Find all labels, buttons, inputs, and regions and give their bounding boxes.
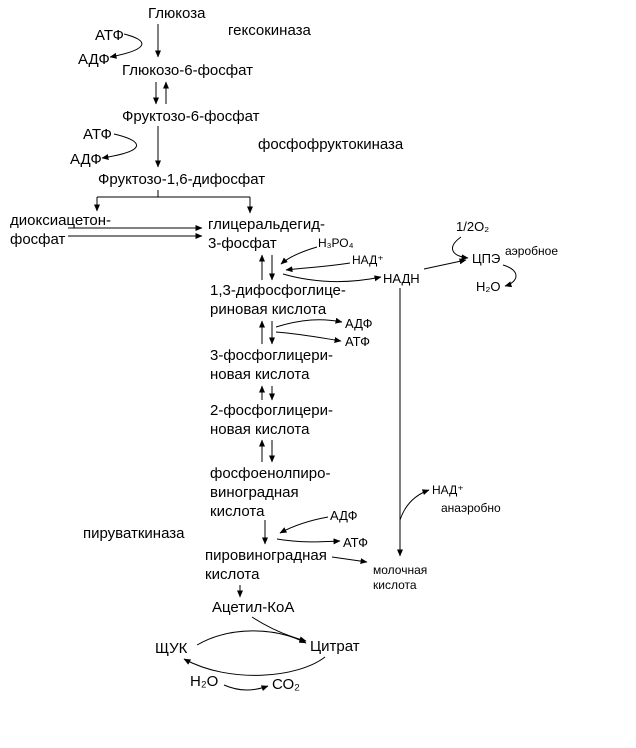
- cofactor-atp-1: АТФ: [95, 27, 124, 44]
- cofactor-atp-2: АТФ: [83, 126, 112, 143]
- enzyme-pyruvate-kinase: пируваткиназа: [83, 525, 185, 542]
- node-acetyl-coa: Ацетил-КоА: [212, 599, 295, 616]
- branch-lines-fbp: [97, 190, 250, 198]
- cofactor-h2o-bottom: Н₂О: [190, 673, 219, 690]
- node-3-phosphoglycerate: 3-фосфоглицери- новая кислота: [210, 347, 333, 383]
- node-glucose-6-phosphate: Глюкозо-6-фосфат: [122, 62, 253, 79]
- curve-to-adp-3: [275, 317, 343, 328]
- curve-h3po4-in: [280, 246, 318, 265]
- cofactor-adp-3: АДФ: [345, 316, 373, 331]
- cofactor-adp-4: АДФ: [330, 508, 358, 523]
- cofactor-nad-plus-1: НАД⁺: [352, 253, 384, 267]
- node-dihydroxyacetone-phosphate: диоксиацетон- фосфат: [10, 212, 112, 248]
- cofactor-adp-1: АДФ: [78, 51, 110, 68]
- enzyme-phosphofructokinase: фосфофруктокиназа: [258, 136, 404, 153]
- enzyme-hexokinase: гексокиназа: [228, 22, 311, 39]
- curve-atp-adp-hexokinase: [109, 33, 143, 59]
- node-electron-transport-chain: ЦПЭ: [472, 251, 501, 266]
- arrow-pyruvate-to-lactate: [331, 556, 368, 565]
- cofactor-h3po4: Н₃РО₄: [318, 236, 354, 250]
- curve-adp-in-pk: [279, 516, 329, 534]
- node-lactate: молочная кислота: [373, 563, 428, 592]
- node-oxaloacetate: ЩУК: [155, 640, 188, 657]
- curve-nad-in: [285, 262, 351, 273]
- cofactor-nadh: НАДН: [383, 271, 420, 286]
- cofactor-atp-4: АТФ: [343, 535, 369, 550]
- condition-aerobic: аэробное: [505, 244, 558, 258]
- curve-h2o-to-co2: [223, 684, 269, 692]
- node-2-phosphoglycerate: 2-фосфоглицери- новая кислота: [210, 402, 333, 438]
- cofactor-atp-3: АТФ: [345, 334, 371, 349]
- curve-o2-to-cpe: [452, 236, 469, 261]
- curve-atp-adp-pfk: [101, 133, 137, 160]
- node-glyceraldehyde-3-phosphate: глицеральдегид- 3-фосфат: [208, 216, 325, 252]
- node-phosphoenolpyruvate: фосфоенолпиро- виноградная кислота: [210, 465, 331, 520]
- arrow-nadh-to-cpe: [423, 258, 467, 270]
- cofactor-h2o-right: Н₂О: [476, 279, 501, 294]
- cofactor-half-o2: 1/2О₂: [456, 219, 490, 234]
- curve-to-atp-3: [275, 331, 342, 343]
- cofactor-adp-2: АДФ: [70, 151, 102, 168]
- node-glucose: Глюкоза: [148, 5, 206, 22]
- cofactor-co2: СО₂: [272, 676, 300, 693]
- cofactor-nad-plus-2: НАД⁺: [432, 483, 464, 497]
- curve-oxaloacetate-to-citrate: [196, 630, 307, 646]
- node-fructose-6-phosphate: Фруктозо-6-фосфат: [122, 108, 260, 125]
- curve-to-atp-pk: [276, 538, 341, 545]
- node-citrate: Цитрат: [310, 638, 360, 655]
- curve-citrate-to-oxaloacetate: [183, 656, 326, 676]
- condition-anaerobic: анаэробно: [441, 501, 501, 515]
- curve-to-nadh: [282, 273, 382, 283]
- curve-acetylcoa-to-citrate: [251, 616, 307, 643]
- curve-cpe-to-h2o: [502, 264, 517, 288]
- node-pyruvate: пировиноградная кислота: [205, 547, 327, 583]
- curve-to-nad-anaerobic: [399, 489, 430, 521]
- node-fructose-16-bisphosphate: Фруктозо-1,6-дифосфат: [98, 171, 266, 188]
- node-13-bisphosphoglycerate: 1,3-дифосфоглице- риновая кислота: [210, 282, 346, 318]
